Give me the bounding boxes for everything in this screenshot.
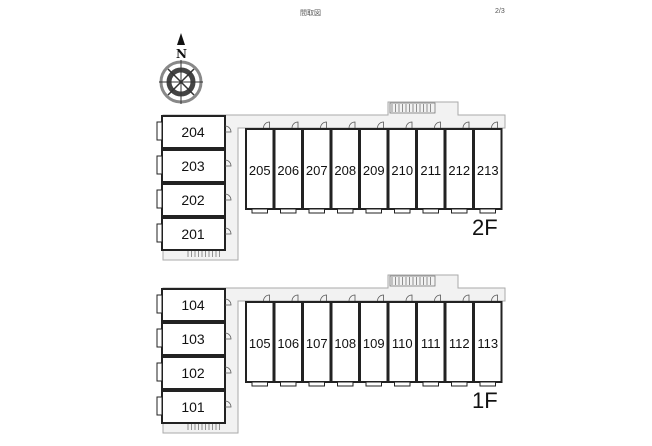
door-icon (377, 294, 384, 302)
unit-number: 112 (449, 336, 470, 351)
unit-number: 111 (421, 336, 441, 351)
unit: 202 (156, 183, 232, 217)
unit-number: 204 (181, 124, 205, 140)
unit: 113 (473, 294, 503, 387)
unit-number: 210 (391, 163, 413, 178)
unit: 106 (273, 294, 303, 387)
unit-number: 110 (392, 336, 413, 351)
door-icon (224, 366, 232, 374)
compass-north-label: N (176, 47, 187, 61)
unit-number: 105 (249, 336, 271, 351)
door-icon (462, 294, 470, 302)
unit: 213 (473, 121, 503, 214)
unit: 107 (302, 294, 332, 387)
unit-number: 201 (181, 226, 205, 242)
door-icon (224, 332, 232, 340)
unit-number: 113 (477, 336, 498, 351)
unit: 112 (444, 294, 474, 387)
compass-icon: N (159, 33, 203, 104)
unit: 207 (302, 121, 332, 214)
unit-number: 203 (181, 158, 205, 174)
door-icon (320, 294, 327, 302)
door-icon (348, 294, 356, 302)
unit-number: 206 (277, 163, 299, 178)
door-icon (224, 125, 232, 133)
door-icon (320, 121, 327, 129)
unit: 101 (156, 390, 232, 424)
unit-number: 208 (334, 163, 356, 178)
unit: 210 (387, 121, 417, 214)
floor-label: 2F (472, 215, 498, 240)
unit: 110 (387, 294, 417, 387)
unit: 212 (444, 121, 474, 214)
unit: 105 (245, 294, 275, 387)
unit: 205 (245, 121, 275, 214)
unit: 111 (416, 294, 446, 387)
unit-number: 108 (334, 336, 356, 351)
unit-number: 211 (420, 163, 441, 178)
unit-number: 109 (363, 336, 385, 351)
door-icon (224, 227, 232, 235)
unit: 108 (330, 294, 360, 387)
door-icon (491, 121, 498, 129)
floor-label: 1F (472, 388, 498, 413)
unit: 211 (416, 121, 446, 214)
page-number: 2/3 (495, 8, 505, 15)
unit-number: 212 (448, 163, 470, 178)
unit: 201 (156, 217, 232, 251)
unit-number: 103 (181, 331, 205, 347)
unit-number: 205 (249, 163, 271, 178)
door-icon (462, 121, 470, 129)
unit-number: 209 (363, 163, 385, 178)
unit: 206 (273, 121, 303, 214)
unit-number: 207 (306, 163, 328, 178)
unit-number: 202 (181, 192, 205, 208)
door-icon (291, 121, 299, 129)
unit-number: 102 (181, 365, 205, 381)
door-icon (434, 121, 441, 129)
unit: 203 (156, 149, 232, 183)
door-icon (224, 193, 232, 201)
door-icon (224, 159, 232, 167)
door-icon (263, 294, 270, 302)
unit-number: 106 (277, 336, 299, 351)
door-icon (291, 294, 299, 302)
door-icon (224, 298, 232, 306)
unit: 109 (359, 294, 389, 387)
door-icon (491, 294, 498, 302)
unit: 204 (156, 115, 232, 149)
unit: 104 (156, 288, 232, 322)
unit-number: 213 (477, 163, 499, 178)
door-icon (405, 294, 413, 302)
door-icon (224, 400, 232, 408)
unit-number: 104 (181, 297, 205, 313)
floor-2f: 204 203 202 201 205 206 207 208 209 210 211 212 213 2… (156, 101, 506, 261)
unit: 208 (330, 121, 360, 214)
unit-number: 101 (181, 399, 205, 415)
stairs-icon (389, 102, 436, 114)
door-icon (348, 121, 356, 129)
floor-1f: 104 103 102 101 105 106 107 108 109 110 111 112 113 1… (156, 274, 506, 434)
door-icon (377, 121, 384, 129)
unit: 102 (156, 356, 232, 390)
door-icon (434, 294, 441, 302)
unit: 209 (359, 121, 389, 214)
unit-number: 107 (306, 336, 328, 351)
stairs-icon (389, 275, 436, 287)
door-icon (263, 121, 270, 129)
unit: 103 (156, 322, 232, 356)
door-icon (405, 121, 413, 129)
page-header-title: 間取図 (300, 10, 321, 17)
